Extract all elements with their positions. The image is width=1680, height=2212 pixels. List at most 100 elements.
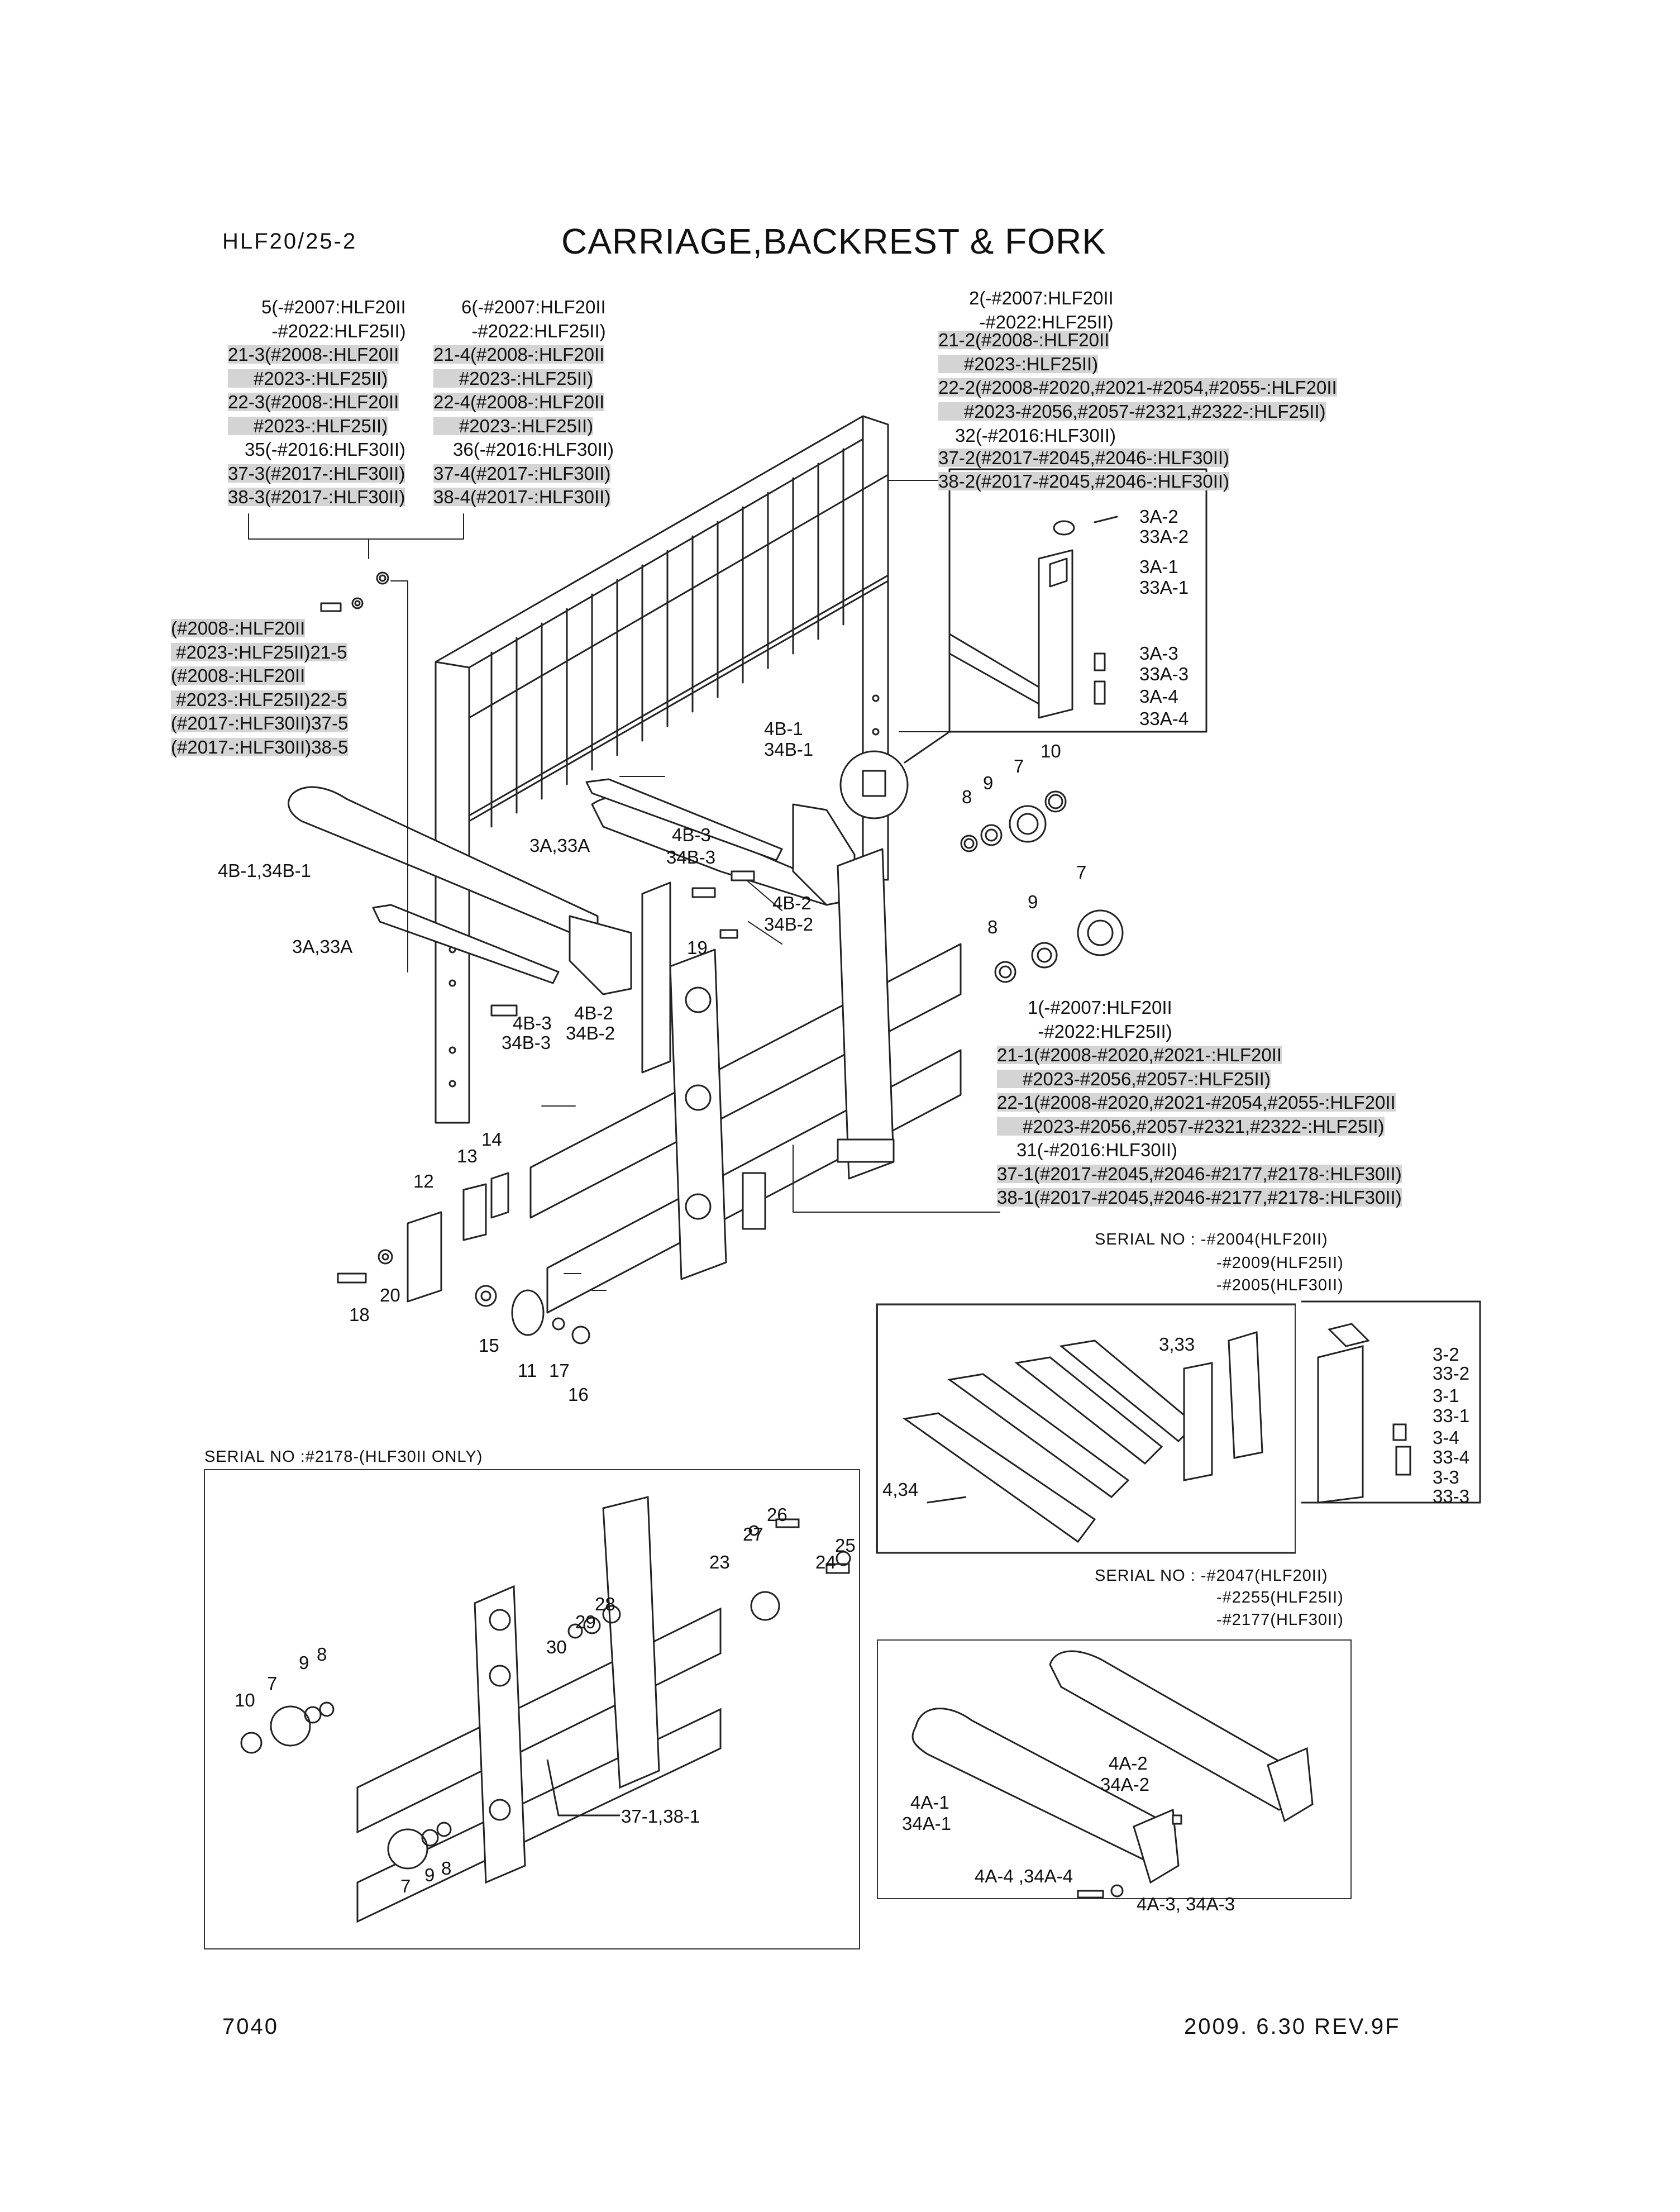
part-label: 9 <box>299 1652 309 1673</box>
part-label: 8 <box>317 1644 327 1665</box>
part-label: 10 <box>1041 741 1061 761</box>
note-line: 5(-#2007:HLF20II <box>261 297 406 317</box>
part-label: 4A-2 <box>1109 1753 1148 1774</box>
serial-note-box2: -#2177(HLF30II) <box>1216 1611 1344 1629</box>
part-label: 4B-3 <box>513 1013 552 1033</box>
part-label: 37-1,38-1 <box>621 1806 700 1827</box>
page-number: 7040 <box>222 2014 279 2039</box>
part-label: 33-4 <box>1433 1447 1470 1467</box>
note-line: 38-3(#2017-:HLF30II) <box>228 487 405 507</box>
note-line: 22-3(#2008-:HLF20II <box>228 392 399 412</box>
part-label: 34A-2 <box>1100 1774 1150 1795</box>
part-label: 33A-3 <box>1139 664 1189 684</box>
part-label: 3A,33A <box>529 835 590 856</box>
note-line: 21-1(#2008-#2020,#2021-:HLF20II <box>997 1045 1282 1065</box>
part-label: 20 <box>380 1285 400 1305</box>
part-label: 15 <box>479 1335 499 1356</box>
part-label: 34B-3 <box>502 1032 551 1053</box>
part-label: 28 <box>595 1594 615 1614</box>
note-line: 21-2(#2008-:HLF20II <box>938 330 1110 350</box>
part-label: 26 <box>767 1504 787 1525</box>
part-label: 4A-3, 34A-3 <box>1137 1894 1235 1914</box>
part-label: 4B-3 <box>672 824 711 845</box>
part-label: 3A-3 <box>1139 643 1178 664</box>
serial-note-box1: -#2005(HLF30II) <box>1216 1276 1344 1294</box>
carriage <box>531 849 961 1313</box>
part-label: 30 <box>546 1637 567 1657</box>
note-line: #2023-:HLF25II)22-5 <box>171 689 347 710</box>
part-label: 10 <box>235 1690 255 1710</box>
revision-date: 2009. 6.30 REV.9F <box>1184 2014 1401 2039</box>
part-label: 14 <box>481 1129 502 1150</box>
note-line: 38-2(#2017-#2045,#2046-:HLF30II) <box>938 471 1230 492</box>
part-label: 33-1 <box>1433 1405 1470 1426</box>
note-line: 37-4(#2017-:HLF30II) <box>433 463 611 484</box>
inset-frame-box1 <box>877 1304 1296 1553</box>
part-label: 23 <box>709 1552 730 1572</box>
note-line: 36(-#2016:HLF30II) <box>453 439 614 460</box>
model-code: HLF20/25-2 <box>222 229 357 254</box>
note-line: 6(-#2007:HLF20II <box>461 297 606 317</box>
part-label: 11 <box>518 1360 537 1381</box>
part-label: 33-2 <box>1433 1363 1470 1384</box>
part-label: 4B-1,34B-1 <box>218 860 311 881</box>
note-line: 22-4(#2008-:HLF20II <box>433 392 605 412</box>
note-line: 35(-#2016:HLF30II) <box>245 439 405 460</box>
serial-note-box3: SERIAL NO :#2178-(HLF30II ONLY) <box>204 1448 483 1466</box>
note-line: (#2008-:HLF20II <box>171 665 306 686</box>
note-line: #2023-:HLF25II) <box>228 416 388 436</box>
part-label: 16 <box>568 1384 589 1405</box>
part-label: 8 <box>987 917 998 937</box>
note-line: 37-2(#2017-#2045,#2046-:HLF30II) <box>938 447 1230 468</box>
part-label: 34B-2 <box>566 1023 615 1043</box>
note-line: 2(-#2007:HLF20II <box>969 288 1114 308</box>
part-label: 19 <box>687 937 708 958</box>
part-label: 12 <box>413 1171 434 1191</box>
serial-note-box2: -#2255(HLF25II) <box>1216 1589 1344 1606</box>
part-label: 3A,33A <box>292 936 353 957</box>
part-label: 7 <box>1014 756 1024 776</box>
note-line: (#2017-:HLF30II)37-5 <box>171 713 349 733</box>
part-label: 4A-4 ,34A-4 <box>975 1866 1073 1886</box>
inset-frame-box3 <box>204 1469 860 1949</box>
hardware-parts <box>321 573 1123 1343</box>
part-label: 4B-2 <box>772 893 812 913</box>
part-label: 33-3 <box>1433 1486 1470 1507</box>
part-label: 33A-2 <box>1139 526 1189 547</box>
carriage-box3 <box>241 1497 850 1922</box>
fork-group-box1 <box>877 1302 1480 1553</box>
note-line: -#2022:HLF25II) <box>461 321 606 341</box>
part-label: 3A-2 <box>1139 506 1178 527</box>
note-line: #2023-#2056,#2057-#2321,#2322-:HLF25II) <box>938 401 1326 422</box>
part-label: 24 <box>815 1552 836 1572</box>
page-title: CARRIAGE,BACKREST & FORK <box>561 221 1106 261</box>
note-line: #2023-#2056,#2057-:HLF25II) <box>997 1069 1271 1089</box>
part-label: 3-2 <box>1433 1344 1459 1365</box>
part-label: 3A-1 <box>1139 556 1178 577</box>
part-label: 4B-1 <box>764 718 803 739</box>
part-label: 4B-2 <box>574 1003 613 1023</box>
note-line: -#2022:HLF25II) <box>1028 1021 1172 1042</box>
serial-note-box1: -#2009(HLF25II) <box>1216 1254 1344 1272</box>
note-line: 37-1(#2017-#2045,#2046-#2177,#2178-:HLF3… <box>997 1164 1402 1184</box>
fork-group-box2 <box>913 1651 1312 1898</box>
note-line: #2023-:HLF25II) <box>433 368 594 389</box>
part-label: 9 <box>424 1865 435 1885</box>
part-label: 8 <box>962 786 972 807</box>
part-label: 25 <box>835 1535 856 1556</box>
part-label: 9 <box>983 773 994 793</box>
serial-note-box2: SERIAL NO : -#2047(HLF20II) <box>1095 1567 1328 1585</box>
part-label: 33A-1 <box>1139 577 1189 598</box>
note-line: #2023-:HLF25II)21-5 <box>171 642 347 662</box>
part-label: 7 <box>1076 862 1087 883</box>
part-label: 18 <box>349 1304 370 1325</box>
note-line: 31(-#2016:HLF30II) <box>1016 1140 1177 1160</box>
note-line: 1(-#2007:HLF20II <box>1028 997 1172 1018</box>
part-label: 3A-4 <box>1139 686 1178 707</box>
part-label: 8 <box>441 1858 452 1879</box>
note-line: 22-2(#2008-#2020,#2021-#2054,#2055-:HLF2… <box>938 377 1337 398</box>
part-label: 7 <box>267 1673 278 1694</box>
part-label: 3-4 <box>1433 1427 1459 1448</box>
